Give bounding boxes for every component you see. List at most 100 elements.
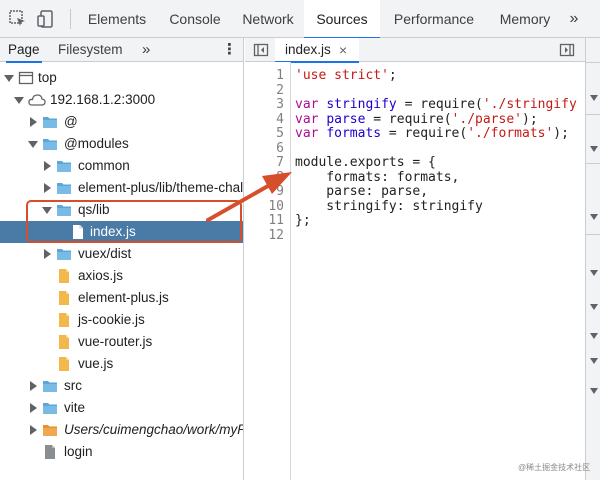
folder-icon bbox=[56, 180, 72, 196]
more-tabs-icon[interactable]: » bbox=[569, 10, 579, 27]
tree-item-label: vue-router.js bbox=[78, 334, 153, 349]
code-line[interactable]: formats: formats, bbox=[295, 169, 460, 185]
tree-item-folder[interactable]: @ bbox=[0, 111, 243, 133]
code-line[interactable]: stringify: stringify bbox=[295, 198, 483, 214]
tree-item-label: login bbox=[64, 444, 93, 459]
js-file-icon bbox=[56, 334, 72, 350]
tab-sources[interactable]: Sources bbox=[304, 0, 380, 39]
tree-item-folder[interactable]: qs/lib bbox=[0, 199, 243, 221]
line-number: 7 bbox=[276, 155, 284, 170]
panel-divider bbox=[586, 114, 600, 115]
line-number: 12 bbox=[268, 227, 284, 243]
js-file-icon bbox=[56, 312, 72, 328]
expand-arrow-icon[interactable] bbox=[14, 97, 24, 104]
folder-icon bbox=[56, 246, 72, 262]
tab-elements[interactable]: Elements bbox=[87, 11, 147, 27]
tree-item-label: common bbox=[78, 158, 130, 173]
expand-arrow-icon[interactable] bbox=[28, 141, 38, 148]
tree-item-label: axios.js bbox=[78, 268, 124, 283]
tree-item-folder[interactable]: Users/cuimengchao/work/myP bbox=[0, 419, 243, 441]
collapse-arrow-icon[interactable] bbox=[30, 403, 37, 413]
collapse-arrow-icon[interactable] bbox=[44, 161, 51, 171]
panel-divider bbox=[586, 234, 600, 235]
editor-header: index.js × bbox=[245, 38, 585, 63]
folder-icon bbox=[42, 378, 58, 394]
collapse-arrow-icon[interactable] bbox=[44, 183, 51, 193]
expand-arrow-icon[interactable] bbox=[4, 75, 14, 82]
tree-item-file-selected[interactable]: index.js bbox=[0, 221, 243, 243]
expand-arrow-icon[interactable] bbox=[42, 207, 52, 214]
code-line[interactable]: var parse = require('./parse'); bbox=[295, 111, 538, 127]
code-line[interactable]: var formats = require('./formats'); bbox=[295, 126, 569, 141]
folder-icon bbox=[56, 202, 72, 218]
toggle-navigator-icon[interactable] bbox=[253, 42, 269, 61]
tree-item-folder[interactable]: vite bbox=[0, 397, 243, 419]
tree-item-label: index.js bbox=[90, 224, 136, 239]
section-arrow-icon[interactable] bbox=[590, 214, 598, 220]
collapse-arrow-icon[interactable] bbox=[30, 117, 37, 127]
tree-item-file[interactable]: axios.js bbox=[0, 265, 243, 287]
annotation-highlight-box bbox=[26, 200, 242, 243]
tab-console[interactable]: Console bbox=[169, 11, 221, 27]
folder-icon bbox=[56, 158, 72, 174]
line-number: 4 bbox=[276, 111, 284, 127]
tree-item-top[interactable]: top bbox=[0, 67, 243, 89]
debugger-panel bbox=[585, 38, 600, 480]
tree-item-label: vue.js bbox=[78, 356, 114, 371]
watermark-text: @稀土掘金技术社区 bbox=[518, 463, 591, 472]
section-arrow-icon[interactable] bbox=[590, 388, 598, 394]
section-arrow-icon[interactable] bbox=[590, 358, 598, 364]
tree-item-file[interactable]: js-cookie.js bbox=[0, 309, 243, 331]
section-arrow-icon[interactable] bbox=[590, 146, 598, 152]
toggle-debugger-icon[interactable] bbox=[559, 42, 575, 61]
tree-item-label: qs/lib bbox=[78, 202, 110, 217]
close-icon[interactable]: × bbox=[339, 42, 348, 58]
tree-item-label: vuex/dist bbox=[78, 246, 132, 261]
tree-item-host[interactable]: 192.168.1.2:3000 bbox=[0, 89, 243, 111]
tab-network[interactable]: Network bbox=[242, 11, 294, 27]
inspect-element-icon[interactable] bbox=[8, 9, 28, 29]
section-arrow-icon[interactable] bbox=[590, 270, 598, 276]
tree-item-file[interactable]: vue.js bbox=[0, 353, 243, 375]
section-arrow-icon[interactable] bbox=[590, 95, 598, 101]
collapse-arrow-icon[interactable] bbox=[30, 425, 37, 435]
js-file-icon bbox=[56, 356, 72, 372]
collapse-arrow-icon[interactable] bbox=[30, 381, 37, 391]
file-tab[interactable]: index.js × bbox=[275, 38, 359, 63]
line-number: 11 bbox=[268, 213, 284, 228]
code-line[interactable]: }; bbox=[295, 213, 311, 228]
devtools-toolbar: Elements Console Network Sources Perform… bbox=[0, 0, 600, 39]
section-arrow-icon[interactable] bbox=[590, 304, 598, 310]
js-file-icon bbox=[56, 268, 72, 284]
tree-item-label: element-plus.js bbox=[78, 290, 169, 305]
file-tab-label: index.js bbox=[285, 42, 331, 57]
tree-item-file[interactable]: login bbox=[0, 441, 243, 463]
sidebar-menu-icon[interactable]: ⋮ bbox=[222, 41, 237, 58]
tree-item-folder[interactable]: element-plus/lib/theme-chal bbox=[0, 177, 243, 199]
line-number: 5 bbox=[276, 126, 284, 141]
code-line[interactable]: module.exports = { bbox=[295, 155, 436, 170]
section-arrow-icon[interactable] bbox=[590, 333, 598, 339]
code-editor[interactable]: index.js × 1 2 3 4 5 6 7 8 9 10 11 12 'u… bbox=[245, 38, 585, 480]
tab-memory[interactable]: Memory bbox=[499, 11, 551, 27]
folder-icon bbox=[42, 400, 58, 416]
tree-item-file[interactable]: vue-router.js bbox=[0, 331, 243, 353]
tree-item-folder[interactable]: src bbox=[0, 375, 243, 397]
device-toolbar-icon[interactable] bbox=[36, 9, 56, 29]
toolbar-separator bbox=[70, 9, 71, 29]
tree-item-file[interactable]: element-plus.js bbox=[0, 287, 243, 309]
folder-icon bbox=[42, 114, 58, 130]
tree-item-label: top bbox=[38, 70, 57, 85]
tree-item-folder[interactable]: common bbox=[0, 155, 243, 177]
collapse-arrow-icon[interactable] bbox=[44, 249, 51, 259]
code-line[interactable]: parse: parse, bbox=[295, 184, 429, 199]
more-sidebar-tabs-icon[interactable]: » bbox=[142, 41, 151, 58]
tab-filesystem[interactable]: Filesystem bbox=[58, 42, 123, 57]
tree-item-folder[interactable]: @modules bbox=[0, 133, 243, 155]
tab-page[interactable]: Page bbox=[6, 38, 42, 63]
code-line[interactable]: var stringify = require('./stringify bbox=[295, 97, 577, 112]
code-line[interactable]: 'use strict'; bbox=[295, 68, 397, 83]
tab-performance[interactable]: Performance bbox=[393, 11, 475, 27]
tree-item-label: @ bbox=[64, 114, 78, 129]
tree-item-folder[interactable]: vuex/dist bbox=[0, 243, 243, 265]
